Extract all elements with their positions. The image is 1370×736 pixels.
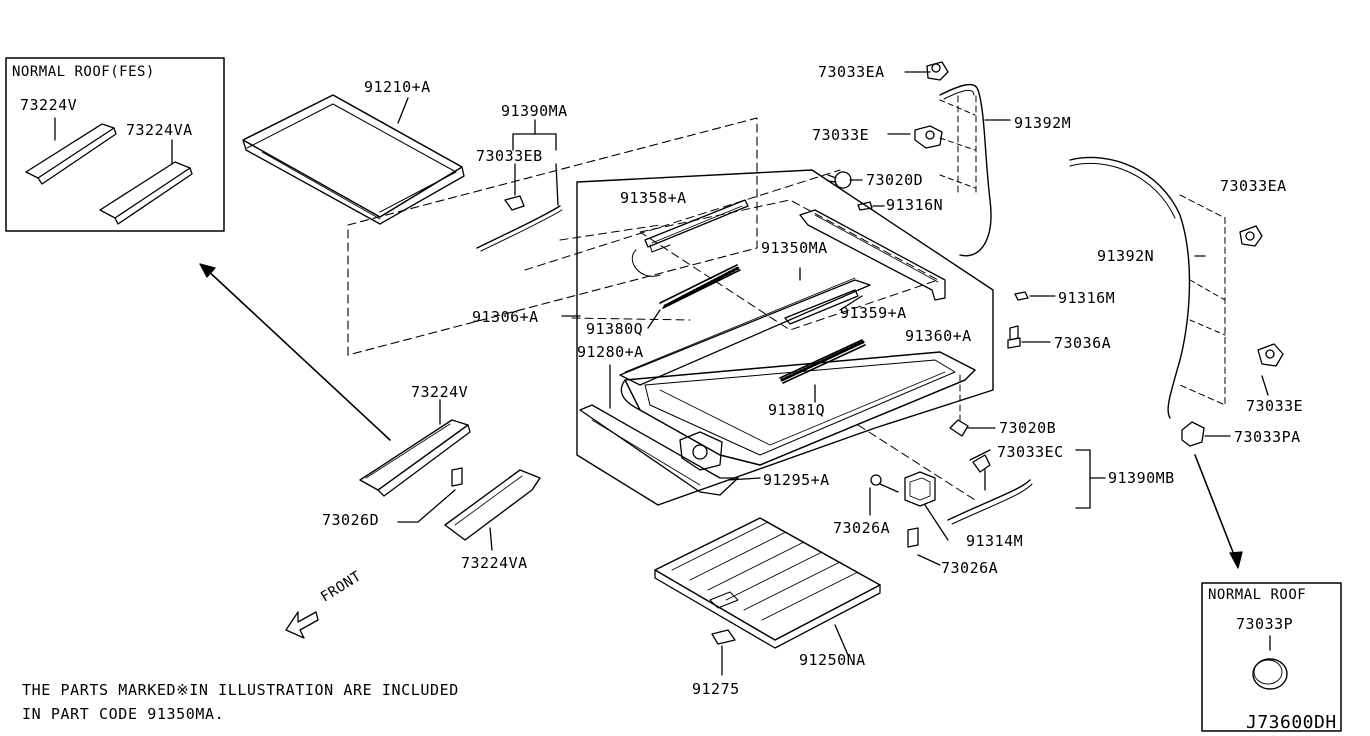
label-spacer-m: 91316M: [1058, 289, 1116, 307]
rail-drawing: [619, 277, 871, 386]
inset-title-normal-roof: NORMAL ROOF: [1208, 587, 1307, 603]
label-bracket-v: 73224V: [411, 383, 469, 401]
inset-box-normal-roof: [1201, 582, 1342, 732]
label-clip-ec: 73033EC: [997, 443, 1064, 461]
frame-ring-drawing: [620, 351, 976, 466]
label-finisher: 91280+A: [577, 343, 644, 361]
inset-part-73033p: 73033P: [1236, 615, 1294, 633]
label-switch-m: 91314M: [966, 532, 1024, 550]
label-clip-ea-right: 73033EA: [1220, 177, 1287, 195]
seal-drawing-91381q: [779, 339, 866, 384]
finisher-drawing: [579, 404, 739, 496]
glass-guide-dashed: [347, 117, 758, 356]
diagram-code: J73600DH: [1246, 712, 1337, 733]
label-drain-hose-front: 91390MA: [501, 102, 568, 120]
label-seal-q: 91380Q: [586, 320, 644, 338]
plug-73033p: [1252, 658, 1288, 690]
label-glass: 91210+A: [364, 78, 431, 96]
label-hose-n: 91392N: [1097, 247, 1155, 265]
inset-part-73224va: 73224VA: [126, 121, 193, 139]
inset-bracket-73224v: [25, 123, 117, 185]
clip-73033ea-top: [926, 61, 949, 81]
label-bolt-26a-1: 73026A: [833, 519, 891, 537]
label-bolt-d: 73026D: [322, 511, 380, 529]
label-clip-e-right: 73033E: [1246, 397, 1304, 415]
bracket-73224v-drawing: [359, 419, 471, 497]
label-bracket-rear: 91360+A: [905, 327, 972, 345]
label-grommet-d: 73020D: [866, 171, 924, 189]
label-bracket-va: 73224VA: [461, 554, 528, 572]
grommet-73020d: [827, 171, 852, 189]
footnote-line-2: IN PART CODE 91350MA.: [22, 705, 225, 723]
inset-part-73224v: 73224V: [20, 96, 78, 114]
clip-73033ea-right: [1239, 225, 1263, 247]
label-drain-hose-rear: 91390MB: [1108, 469, 1175, 487]
switch-91314m: [904, 471, 936, 507]
glass-panel-drawing: [242, 94, 465, 225]
label-clip-pa: 73033PA: [1234, 428, 1301, 446]
label-rail: 91350MA: [761, 239, 828, 257]
spacer-91316m: [1014, 291, 1029, 301]
label-clip-eb: 73033EB: [476, 147, 543, 165]
inset-title-normal-roof-fes: NORMAL ROOF(FES): [12, 64, 155, 80]
rear-bracket-drawing: [799, 209, 946, 301]
seal-drawing-91380q: [659, 264, 741, 309]
label-bolt-a: 73036A: [1054, 334, 1112, 352]
clip-73033pa: [1181, 421, 1205, 447]
bolt-73036a: [1007, 325, 1021, 349]
label-spacer-n: 91316N: [886, 196, 944, 214]
label-shade: 91250NA: [799, 651, 866, 669]
label-motor: 91295+A: [763, 471, 830, 489]
bolt-73026d: [451, 467, 463, 487]
deflector-drawing: [631, 199, 749, 277]
label-frame-assy: 91306+A: [472, 308, 539, 326]
sunshade-drawing: [654, 517, 881, 649]
frame-outline: [576, 169, 994, 506]
inset-box-normal-roof-fes: [5, 57, 225, 232]
footnote-line-1: THE PARTS MARKED※IN ILLUSTRATION ARE INC…: [22, 681, 459, 699]
label-seal-q2: 91381Q: [768, 401, 826, 419]
bolt-73026a-1: [870, 474, 899, 493]
inset-bracket-73224va: [99, 161, 193, 225]
label-handle: 91275: [692, 680, 740, 698]
motor-drawing: [679, 431, 723, 471]
grommet-73020b: [949, 419, 969, 437]
label-grommet-b: 73020B: [999, 419, 1057, 437]
label-clip-ea-top: 73033EA: [818, 63, 885, 81]
label-guide-rear: 91359+A: [840, 304, 907, 322]
label-hose-m: 91392M: [1014, 114, 1072, 132]
clip-73033e-top: [914, 125, 943, 149]
clip-73033e-right: [1257, 343, 1284, 367]
frame-inner-dashed: [639, 199, 939, 331]
label-bolt-26a-2: 73026A: [941, 559, 999, 577]
bracket-73224va-drawing: [444, 469, 541, 541]
label-clip-e-top: 73033E: [812, 126, 870, 144]
bolt-73026a-2: [907, 527, 919, 548]
label-deflector: 91358+A: [620, 189, 687, 207]
